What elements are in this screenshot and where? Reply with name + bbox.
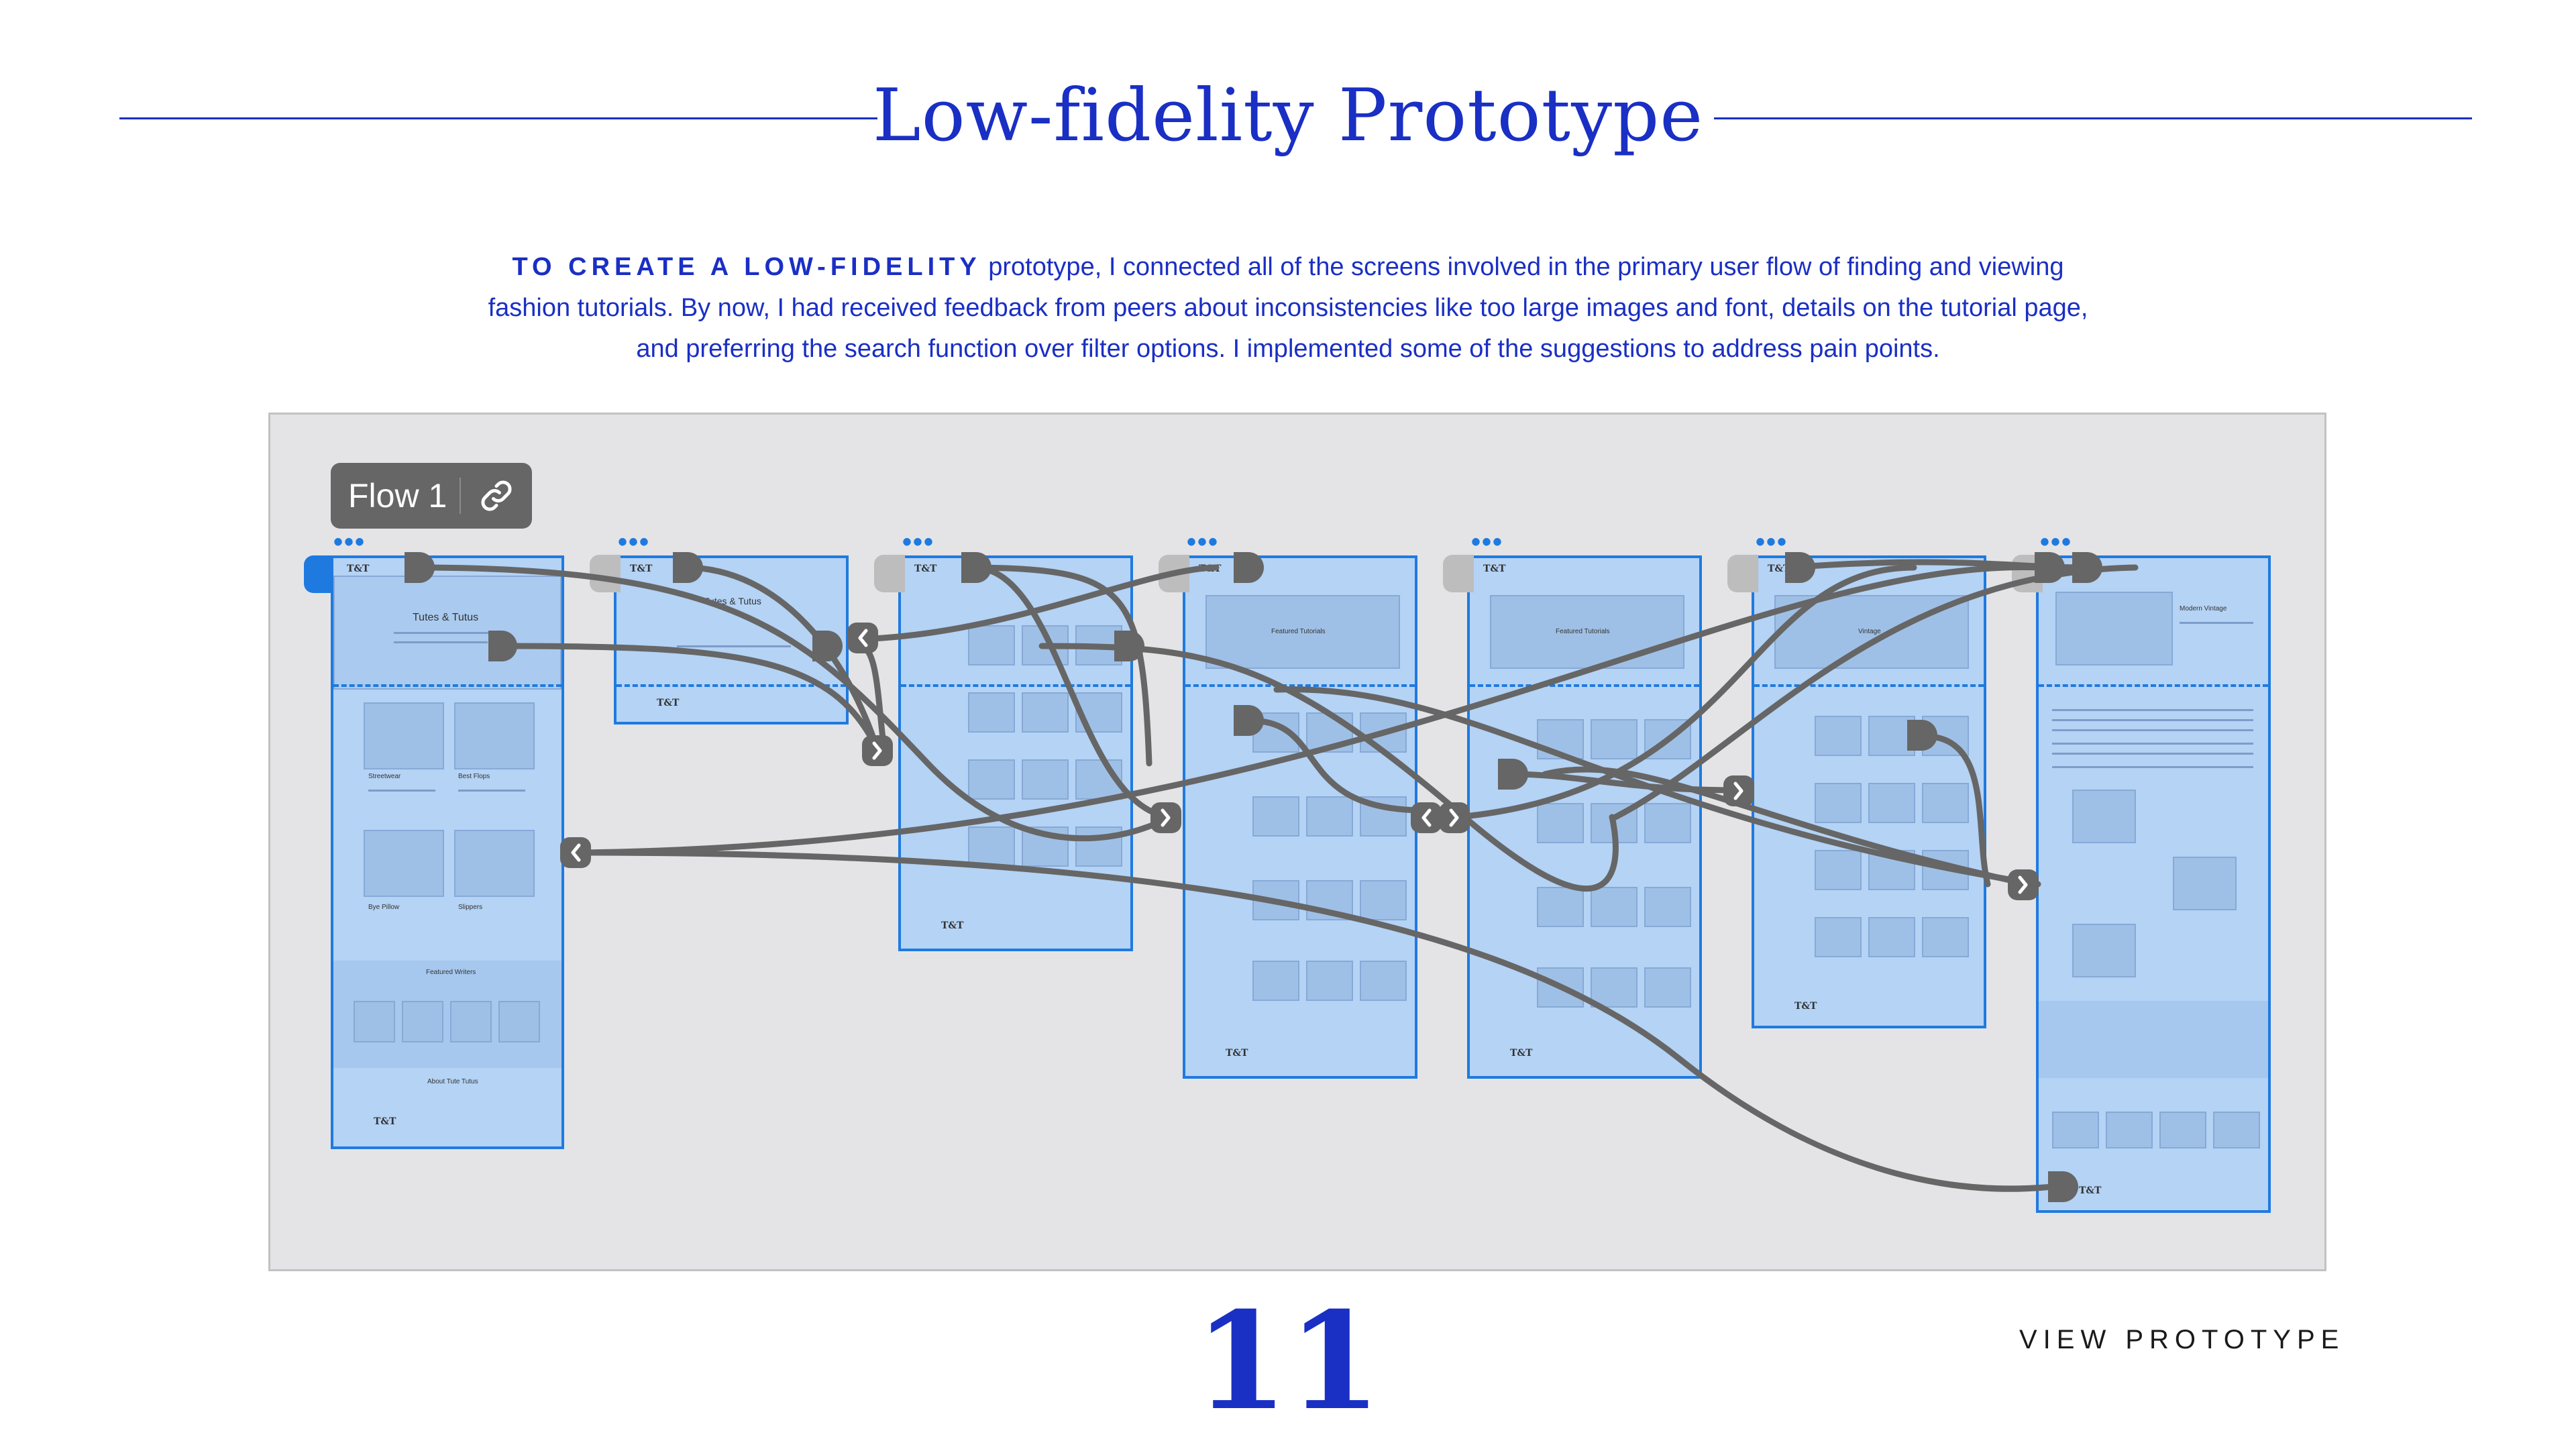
flow-label: Flow 1 [348, 477, 447, 515]
prototype-connections [405, 552, 2139, 1202]
card-image [364, 830, 444, 897]
frame-home-logo: T&T [347, 564, 370, 574]
prototype-canvas[interactable]: Flow 1 ••• T&T Tutes & Tutus Streetwear … [268, 413, 2326, 1271]
frame-home-alt[interactable]: T&T Tutes & Tutus T&T [590, 555, 849, 724]
card-image [364, 702, 444, 769]
frame-featured-alt-hero: Featured Tutorials [1556, 628, 1610, 635]
writer-card [354, 1001, 395, 1042]
page-title: Low-fidelity Prototype [872, 74, 1704, 158]
card-title: Streetwear [368, 773, 401, 780]
card-title: Best Flops [458, 773, 490, 780]
frame-home[interactable]: T&T Tutes & Tutus Streetwear Best Flops … [331, 555, 564, 1149]
card-title: Slippers [458, 904, 483, 911]
card-image [454, 702, 535, 769]
frame-tutorial[interactable]: Modern Vintage T&T [2012, 555, 2271, 1213]
footer-logo: T&T [1794, 1001, 1817, 1012]
writer-card [450, 1001, 492, 1042]
frame-featured-alt-logo: T&T [1483, 564, 1506, 574]
title-rule-right [1714, 117, 2472, 119]
frame-vintage[interactable]: T&T Vintage T&T [1727, 555, 1986, 1028]
frame-featured[interactable]: T&T Featured Tutorials T&T [1159, 555, 1417, 1079]
footer-logo: T&T [374, 1116, 396, 1127]
footer-logo: T&T [1226, 1048, 1248, 1059]
frame-search[interactable]: T&T T&T [874, 555, 1133, 951]
intro-body: prototype, I connected all of the screen… [488, 253, 2088, 363]
frame-featured-hero: Featured Tutorials [1271, 628, 1326, 635]
hero-image [1490, 595, 1684, 669]
writer-card [402, 1001, 443, 1042]
fold-line [2039, 684, 2268, 687]
frame-home-alt-logo: T&T [630, 564, 653, 574]
comments-section [2039, 1001, 2268, 1078]
fold-line [1185, 684, 1415, 687]
fold-line [1470, 684, 1699, 687]
intro-paragraph: TO CREATE A LOW-FIDELITY prototype, I co… [470, 247, 2106, 370]
frame-vintage-hero: Vintage [1858, 628, 1881, 635]
card-title: Bye Pillow [368, 904, 400, 911]
hero-image [1205, 595, 1400, 669]
frame-vintage-logo: T&T [1768, 564, 1790, 574]
view-prototype-link[interactable]: VIEW PROTOTYPE [2019, 1325, 2345, 1354]
fold-line [1754, 684, 1984, 687]
flow-label-pill[interactable]: Flow 1 [331, 463, 532, 529]
footer-logo: T&T [1510, 1048, 1533, 1059]
fold-line [616, 684, 846, 687]
frame-tutorial-title: Modern Vintage [2180, 605, 2227, 612]
fold-line [333, 684, 561, 687]
card-image [454, 830, 535, 897]
link-icon[interactable] [478, 478, 515, 514]
title-rule-left [119, 117, 877, 119]
frame-search-logo: T&T [914, 564, 937, 574]
tutorial-hero-image [2055, 592, 2173, 665]
fold-line [901, 684, 1130, 687]
footer-logo: T&T [657, 698, 680, 708]
intro-lead: TO CREATE A LOW-FIDELITY [512, 253, 981, 281]
featured-section-title: Featured Writers [426, 969, 476, 976]
about-section-title: About Tute Tutus [427, 1078, 478, 1085]
footer-logo: T&T [941, 920, 964, 931]
frame-home-hero-title: Tutes & Tutus [413, 612, 479, 623]
page-number: 11 [1194, 1283, 1382, 1440]
connection-handles [405, 552, 2102, 1202]
frame-home-start-tab [304, 555, 335, 593]
writer-card [498, 1001, 540, 1042]
footer-logo: T&T [2079, 1185, 2102, 1196]
flow-pill-divider [460, 478, 461, 514]
frame-featured-alt[interactable]: T&T Featured Tutorials T&T [1443, 555, 1702, 1079]
